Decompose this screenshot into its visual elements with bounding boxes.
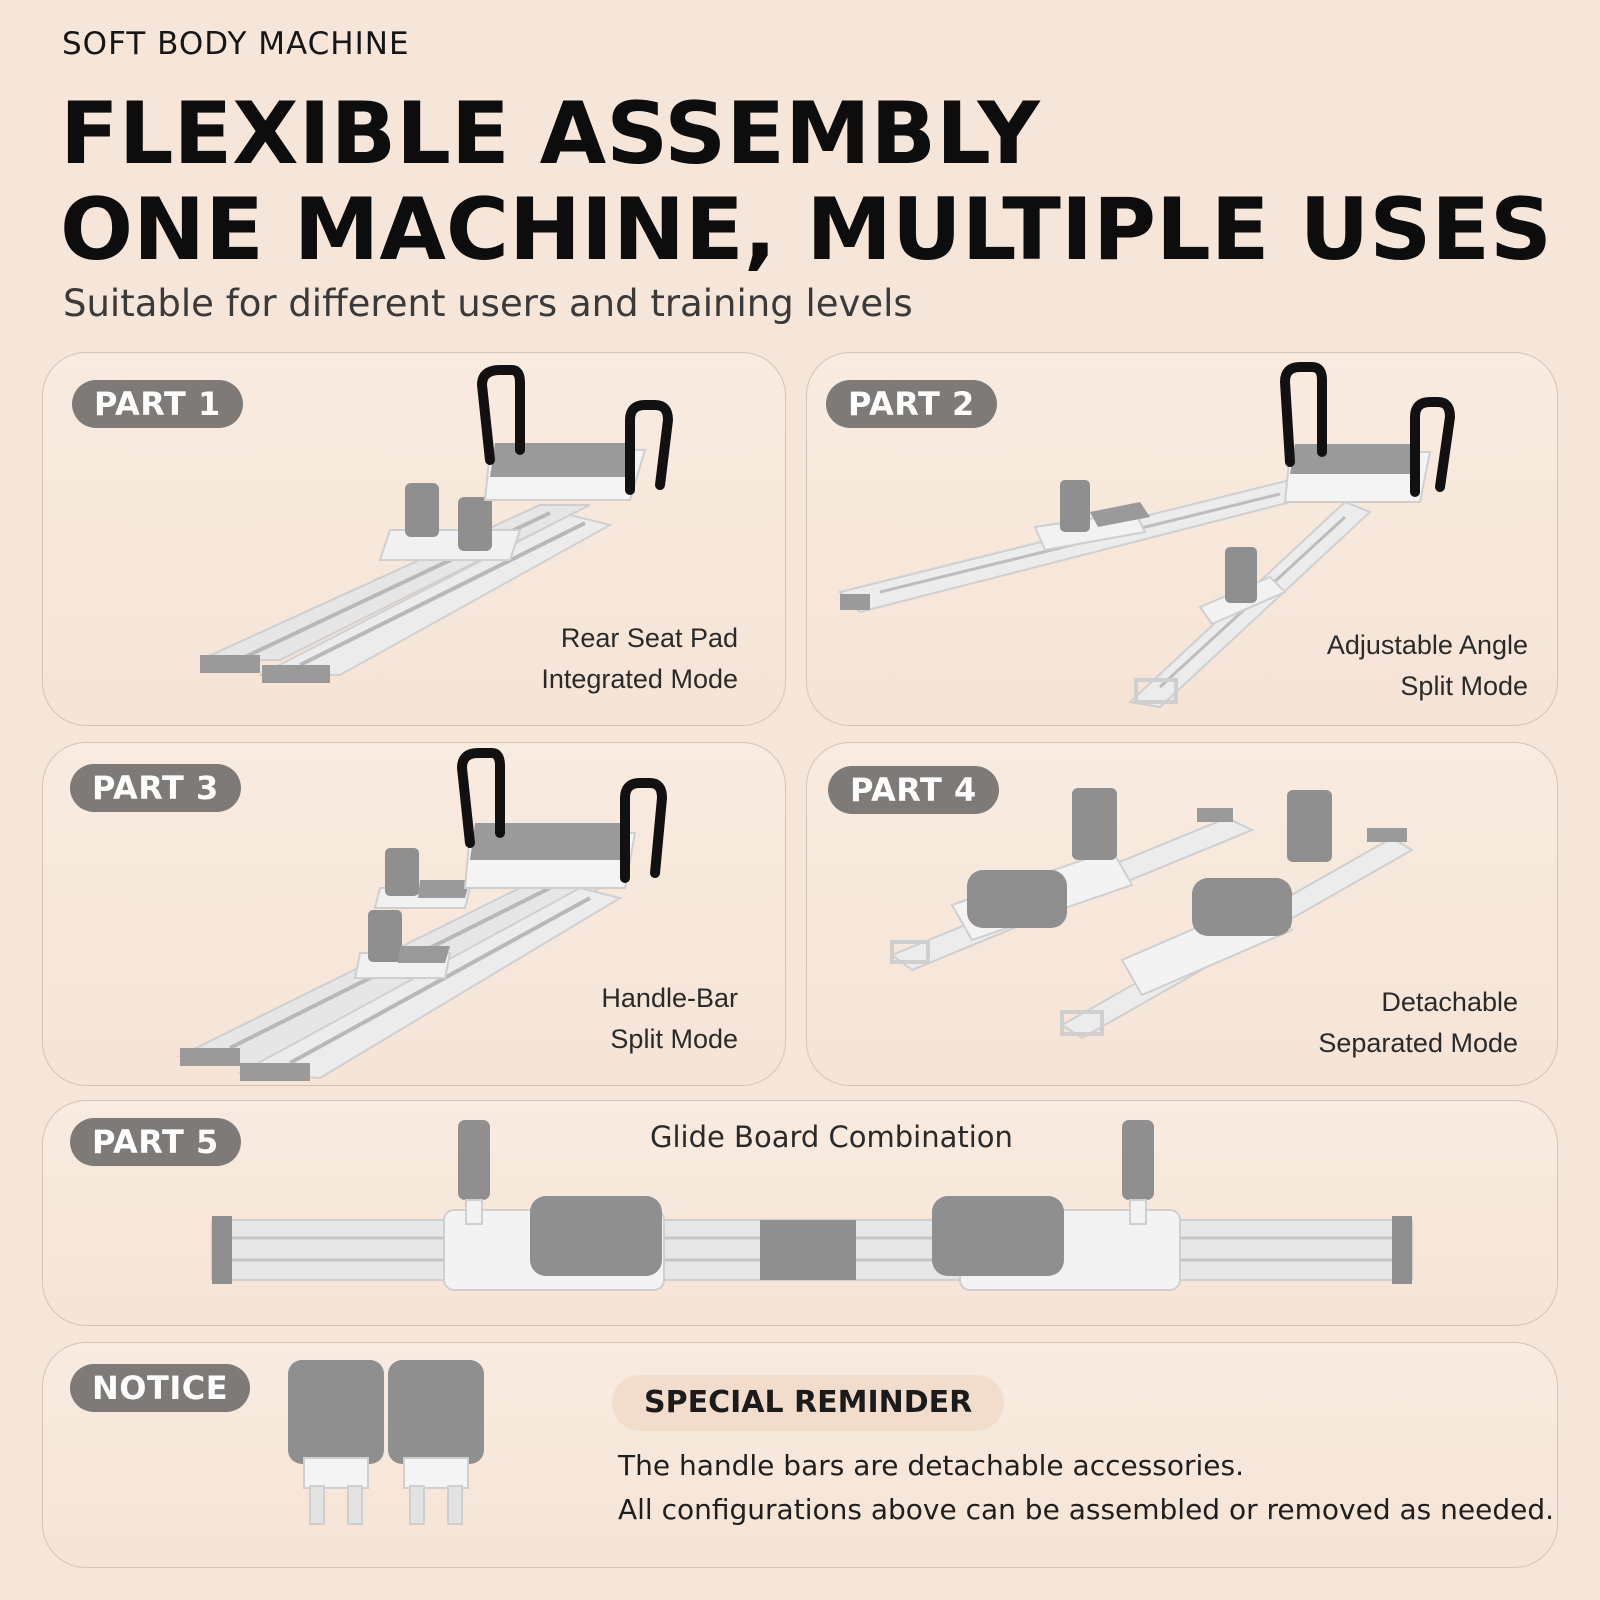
special-reminder-title: SPECIAL REMINDER — [612, 1375, 1005, 1431]
part-5-tag: PART 5 — [70, 1118, 241, 1166]
part-4-caption-line-1: Detachable — [1381, 987, 1518, 1017]
headline-line-2: ONE MACHINE, MULTIPLE USES — [60, 180, 1552, 280]
part-4-caption: Detachable Separated Mode — [1318, 982, 1518, 1064]
part-4-caption-line-2: Separated Mode — [1318, 1028, 1518, 1058]
part-3-illustration — [176, 748, 668, 1081]
notice-tag: NOTICE — [70, 1364, 251, 1412]
part-3-tag: PART 3 — [70, 764, 241, 812]
brand-label: SOFT BODY MACHINE — [62, 26, 410, 62]
part-1-caption: Rear Seat Pad Integrated Mode — [541, 618, 738, 700]
handle-bar-accessories-illustration — [288, 1360, 484, 1525]
part-3-caption-line-1: Handle-Bar — [601, 983, 738, 1013]
part-2-caption-line-2: Split Mode — [1400, 671, 1528, 701]
part-2-illustration — [838, 362, 1456, 709]
part-1-tag: PART 1 — [72, 380, 243, 428]
part-2-caption: Adjustable Angle Split Mode — [1327, 625, 1528, 707]
part-2-caption-line-1: Adjustable Angle — [1326, 630, 1528, 660]
reminder-line-1: The handle bars are detachable accessori… — [618, 1449, 1245, 1482]
subtitle: Suitable for different users and trainin… — [63, 282, 913, 325]
part-3-caption: Handle-Bar Split Mode — [601, 978, 738, 1060]
part-1-illustration — [199, 365, 674, 683]
part-4-tag: PART 4 — [828, 766, 999, 814]
part-5-illustration — [211, 1120, 1413, 1291]
part-1-caption-line-1: Rear Seat Pad — [560, 623, 738, 653]
part-5-card — [42, 1100, 1558, 1326]
part-4-illustration — [889, 788, 1414, 1040]
reminder-line-2: All configurations above can be assemble… — [618, 1493, 1555, 1526]
part-3-caption-line-2: Split Mode — [610, 1024, 738, 1054]
part-1-caption-line-2: Integrated Mode — [541, 664, 738, 694]
headline-line-1: FLEXIBLE ASSEMBLY — [60, 84, 1040, 184]
part-2-tag: PART 2 — [826, 380, 997, 428]
part-5-caption: Glide Board Combination — [650, 1120, 1013, 1154]
special-reminder-text: The handle bars are detachable accessori… — [618, 1444, 1554, 1532]
headline: FLEXIBLE ASSEMBLY ONE MACHINE, MULTIPLE … — [60, 86, 1552, 278]
